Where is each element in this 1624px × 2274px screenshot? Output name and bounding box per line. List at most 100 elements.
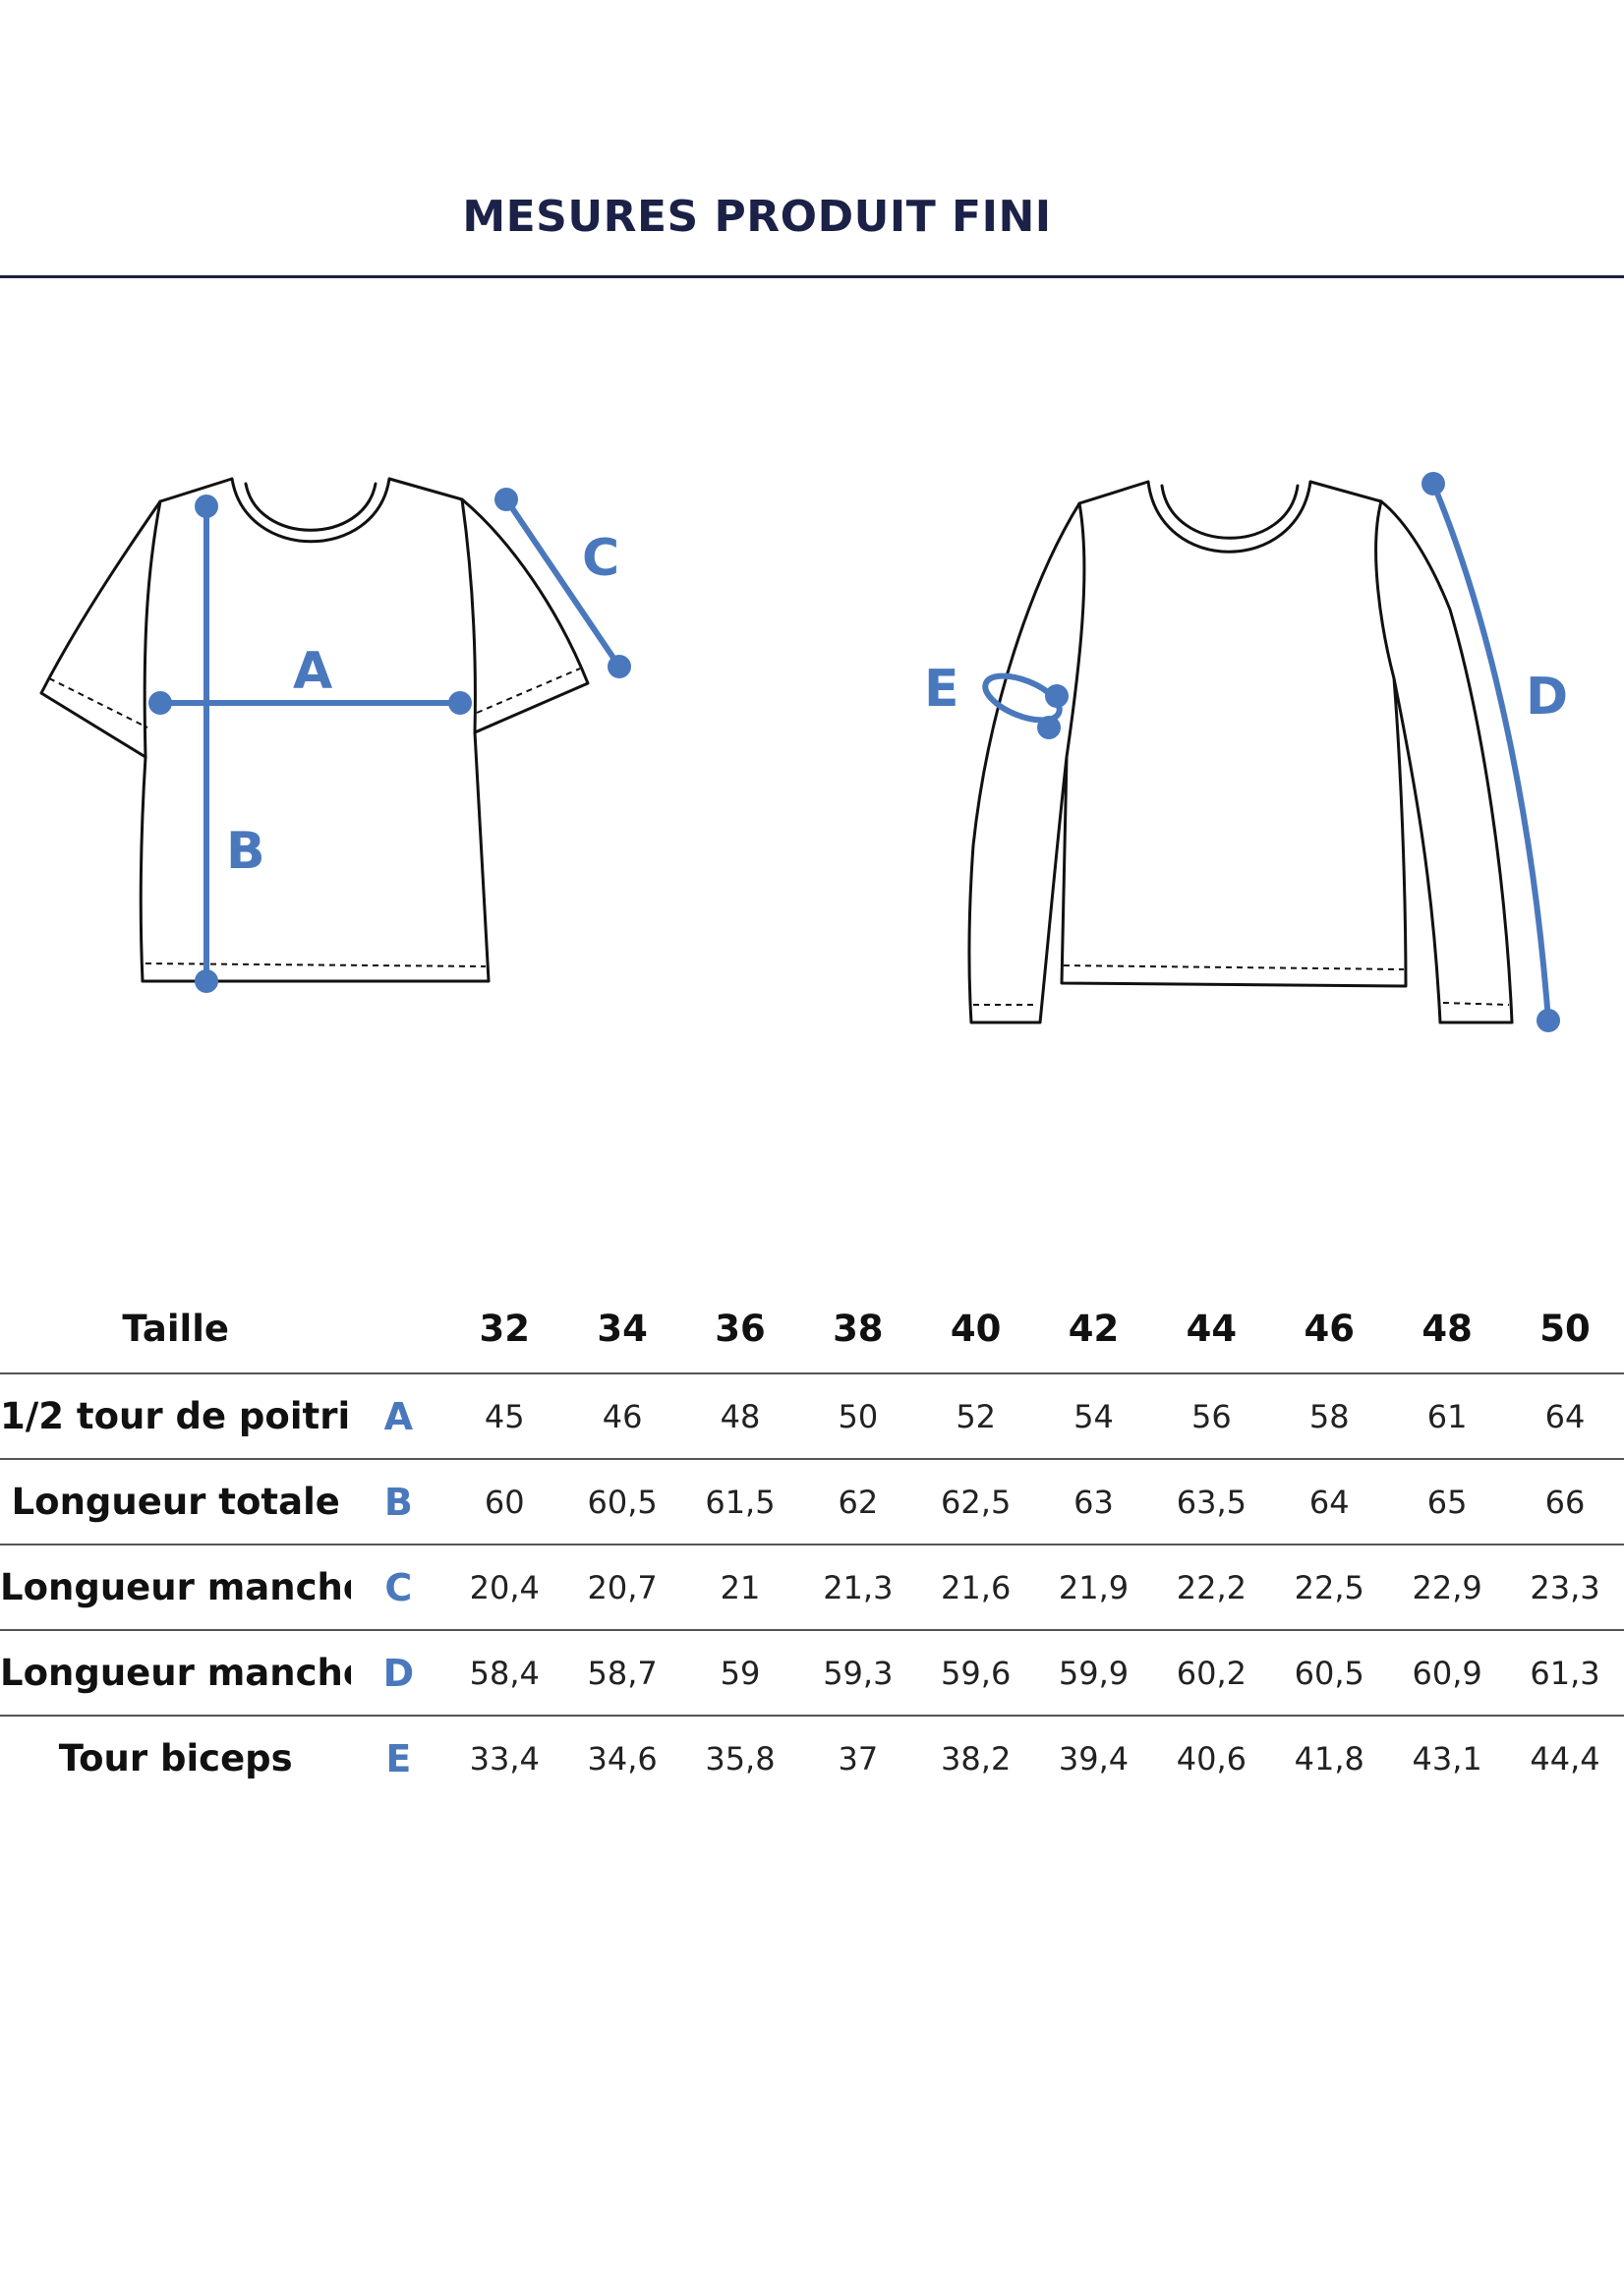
- measurement-value: 20,7: [563, 1545, 682, 1631]
- measurement-value: 52: [916, 1373, 1035, 1460]
- measurement-value: 37: [838, 1739, 879, 1778]
- longsleeve-neckline: [1146, 480, 1312, 554]
- size-column-header: 38: [798, 1284, 917, 1374]
- measurement-value: 22,9: [1388, 1545, 1507, 1631]
- size-header-label: Taille: [0, 1284, 352, 1374]
- measure-line-d: [1430, 481, 1551, 1023]
- size-column-header: 44: [1152, 1284, 1271, 1374]
- measurement-value: 21,9: [1034, 1545, 1153, 1631]
- measurement-value: 34,6: [587, 1739, 658, 1778]
- longsleeve-neckline-inner: [1160, 484, 1300, 540]
- measurement-value: 61,3: [1506, 1630, 1624, 1717]
- measure-dot: [1037, 716, 1061, 739]
- tshirt-right-armhole: [460, 497, 477, 734]
- measurement-value: 33,4: [469, 1739, 540, 1778]
- measurement-value: 64: [1270, 1459, 1389, 1545]
- measurement-value: 40,6: [1176, 1739, 1247, 1778]
- diagram-label-c: C: [582, 529, 619, 588]
- measure-dot: [1421, 472, 1445, 496]
- measure-dot: [195, 495, 218, 518]
- measure-dot: [1537, 1009, 1560, 1032]
- measure-dot: [195, 969, 218, 993]
- measure-dot: [494, 488, 518, 511]
- measurement-label: Longueur manche courte: [0, 1545, 352, 1631]
- measurement-value: 63,5: [1152, 1459, 1271, 1545]
- measurement-value: 39,4: [1058, 1739, 1130, 1778]
- measurement-value: 60,5: [563, 1459, 682, 1545]
- measurement-label: Longueur manche longue: [0, 1630, 352, 1717]
- tshirt-neckline-inner: [244, 482, 377, 532]
- measurement-value: 59,9: [1034, 1630, 1153, 1717]
- measurement-value: 66: [1506, 1459, 1624, 1545]
- longsleeve-body-outline: [967, 480, 1514, 1024]
- page-title: MESURES PRODUIT FINI: [462, 192, 1052, 242]
- measurement-letter: E: [385, 1736, 412, 1780]
- diagram-label-d: D: [1526, 668, 1568, 727]
- measurement-value: 59,3: [798, 1630, 917, 1717]
- measure-line-e: [982, 672, 1063, 724]
- longsleeve-left-armhole: [1065, 501, 1086, 759]
- measurement-value: 62,5: [916, 1459, 1035, 1545]
- measure-line-c: [503, 496, 622, 670]
- measurement-value: 60,9: [1388, 1630, 1507, 1717]
- size-column-header: 40: [916, 1284, 1035, 1374]
- measurement-letter: B: [351, 1459, 446, 1545]
- measurement-value: 45: [445, 1373, 564, 1460]
- measurement-value: 59,6: [916, 1630, 1035, 1717]
- measurement-value: 50: [798, 1373, 917, 1460]
- size-column-header: 34: [563, 1284, 682, 1374]
- measure-dot: [448, 691, 472, 715]
- tshirt-left-armhole: [143, 499, 162, 759]
- long-sleeve-tshirt-drawing: [967, 480, 1514, 1024]
- measurement-value: 22,2: [1152, 1545, 1271, 1631]
- measurement-value: 61: [1388, 1373, 1507, 1460]
- measurement-value: 64: [1506, 1373, 1624, 1460]
- measurement-value: 21,6: [916, 1545, 1035, 1631]
- measurement-value: 58,4: [445, 1630, 564, 1717]
- size-column-header: 42: [1034, 1284, 1153, 1374]
- diagram-label-e: E: [924, 660, 959, 719]
- garment-diagram: A B C D E: [39, 472, 1568, 1032]
- measurement-value: 23,3: [1506, 1545, 1624, 1631]
- letter-header: [351, 1284, 446, 1374]
- measurement-value: 38,2: [941, 1739, 1012, 1778]
- measurement-value: 21,3: [798, 1545, 917, 1631]
- table-body: 1/2 tour de poitrineA4546485052545658616…: [0, 1373, 1624, 1800]
- size-column-header: 48: [1388, 1284, 1507, 1374]
- tshirt-measurements: [148, 488, 631, 993]
- measurement-value: 65: [1388, 1459, 1507, 1545]
- measurement-value: 22,5: [1270, 1545, 1389, 1631]
- measurement-value: 58,7: [563, 1630, 682, 1717]
- measurement-value: 59: [681, 1630, 799, 1717]
- measurement-value: 58: [1270, 1373, 1389, 1460]
- size-column-header: 32: [445, 1284, 564, 1374]
- table-row: 1/2 tour de poitrineA4546485052545658616…: [0, 1373, 1624, 1460]
- measure-dot: [148, 691, 172, 715]
- size-column-header: 36: [681, 1284, 799, 1374]
- diagram-label-a: A: [293, 642, 332, 701]
- tshirt-body-outline: [39, 477, 590, 983]
- measurement-value: 60,2: [1152, 1630, 1271, 1717]
- measurement-value: 62: [798, 1459, 917, 1545]
- measurement-value: 46: [563, 1373, 682, 1460]
- longsleeve-stitching: [973, 964, 1510, 1006]
- measurement-label: Tour biceps: [58, 1737, 293, 1779]
- measurement-value: 63: [1034, 1459, 1153, 1545]
- measure-dot: [608, 655, 631, 678]
- measurement-letter: A: [351, 1373, 446, 1460]
- diagram-label-b: B: [226, 822, 265, 881]
- short-sleeve-tshirt-drawing: [39, 477, 590, 983]
- longsleeve-right-armhole: [1374, 499, 1396, 680]
- tshirt-stitching: [48, 668, 581, 967]
- measurement-value: 60,5: [1270, 1630, 1389, 1717]
- table-row: Longueur manche longueD58,458,75959,359,…: [0, 1630, 1624, 1717]
- measurement-value: 61,5: [681, 1459, 799, 1545]
- title-divider: [0, 275, 1624, 278]
- longsleeve-measurements: [982, 481, 1551, 1023]
- measurement-letter: C: [351, 1545, 446, 1631]
- measurement-value: 35,8: [705, 1739, 776, 1778]
